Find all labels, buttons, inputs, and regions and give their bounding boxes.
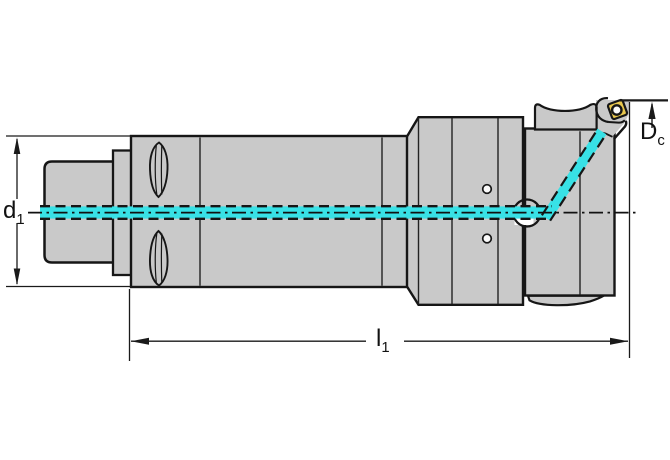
l1-arrow-right-icon <box>610 337 629 345</box>
dc-base-text: D <box>640 118 658 145</box>
dim-label-l1: l1 <box>376 325 390 356</box>
flange-hole-upper <box>481 183 493 195</box>
d1-sub-text: 1 <box>16 211 25 228</box>
clamping-slot-upper <box>149 141 169 199</box>
insert-screw-icon <box>610 104 623 116</box>
head-bottom-lobe <box>526 294 608 307</box>
l1-sub-text: 1 <box>381 339 390 356</box>
flange-hole-lower <box>481 233 493 244</box>
head-top-lobe <box>533 102 598 131</box>
dim-label-dc: Dc <box>640 118 665 149</box>
coolant-channel-diagonal <box>541 128 607 221</box>
clamping-slot-lower <box>149 229 169 287</box>
l1-arrow-left-icon <box>130 337 149 345</box>
coolant-boss-recess <box>514 218 534 225</box>
d1-arrow-down-icon <box>13 268 21 286</box>
tool-body <box>43 97 630 307</box>
l1-base-text: l <box>376 325 382 352</box>
d1-base-text: d <box>3 197 17 224</box>
d1-arrow-up-icon <box>13 137 21 154</box>
dc-arrow-up-icon <box>648 101 656 119</box>
dc-sub-text: c <box>657 132 665 149</box>
dimension-l1 <box>128 102 631 361</box>
dim-label-d1: d1 <box>3 197 27 227</box>
dimension-dc <box>620 99 668 128</box>
